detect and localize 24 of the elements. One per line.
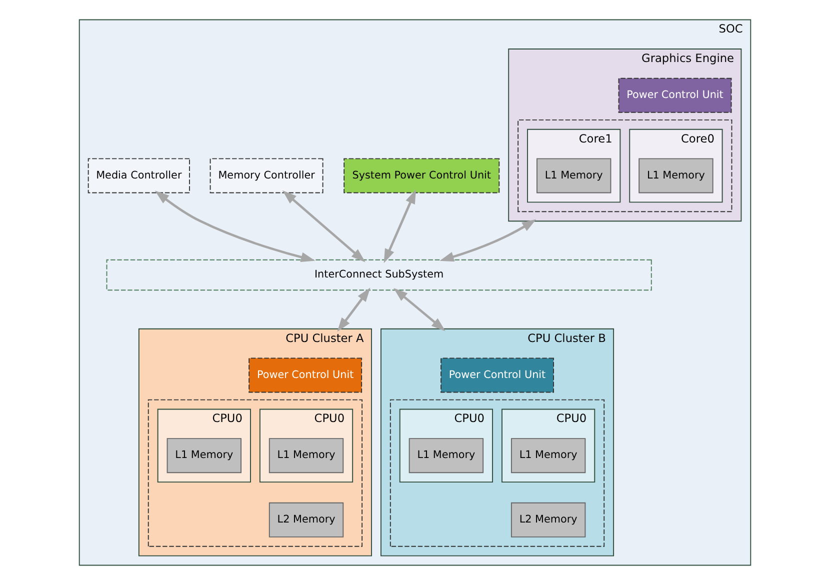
node-box: Memory Controller [210, 158, 324, 194]
node-box: L1 Memory [638, 158, 714, 194]
node-box: L1 Memory [510, 438, 586, 474]
cluster [148, 399, 363, 547]
node-box: System Power Control Unit [344, 158, 500, 194]
node-box: L1 Memory [268, 438, 344, 474]
arrow [282, 190, 366, 262]
arrow [394, 288, 446, 332]
node-box: L1 Memory [166, 438, 242, 474]
arrow [337, 288, 370, 332]
arrow [154, 190, 316, 262]
arrow [384, 189, 416, 264]
node-box: Power Control Unit [618, 78, 732, 113]
node-box: Power Control Unit [440, 358, 554, 393]
node-box: L2 Memory [268, 502, 344, 538]
node-box: Power Control Unit [248, 358, 362, 393]
node-box: InterConnect SubSystem [106, 259, 652, 291]
cluster [518, 119, 732, 212]
node-box: L2 Memory [510, 502, 586, 538]
node-box: L1 Memory [536, 158, 612, 194]
arrow [440, 219, 536, 262]
cluster [390, 399, 605, 547]
node-box: L1 Memory [408, 438, 484, 474]
node-box: Media Controller [88, 158, 190, 194]
